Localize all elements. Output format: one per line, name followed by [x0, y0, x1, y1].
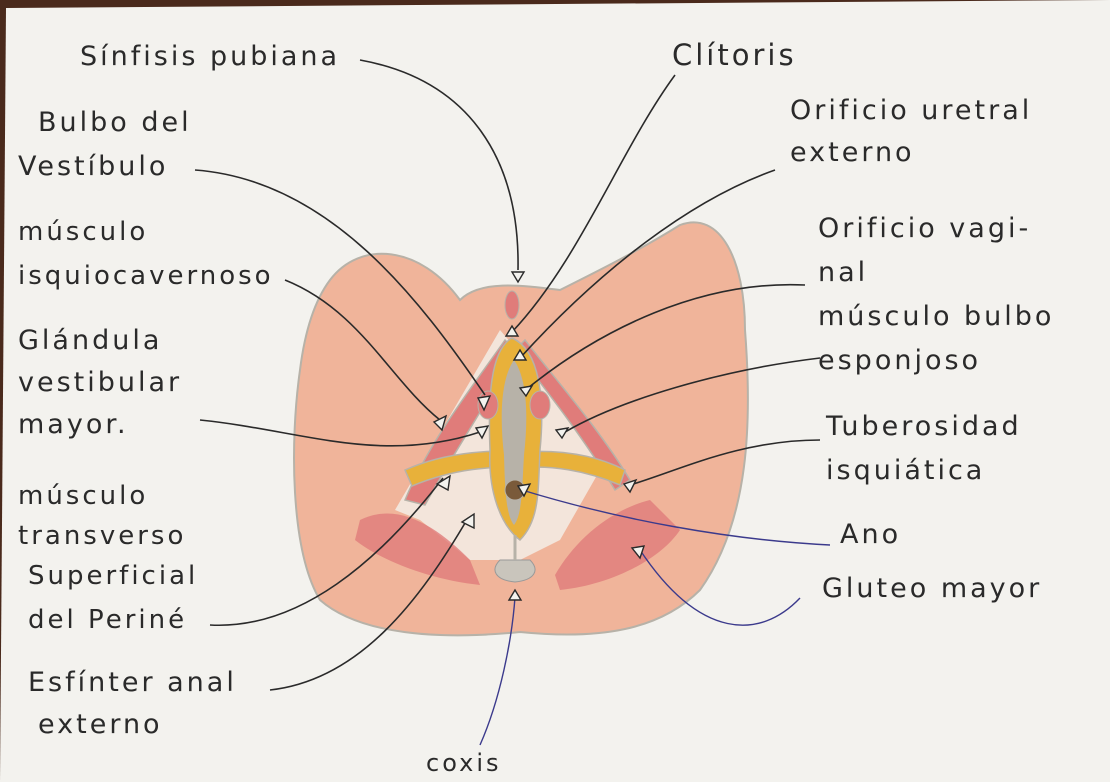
label-uretral-1: Orificio uretral — [790, 96, 1032, 126]
label-isquio-1: músculo — [18, 218, 148, 247]
coccyx-shape — [495, 560, 535, 582]
label-coxis: coxis — [426, 750, 502, 776]
label-ano: Ano — [840, 520, 901, 550]
label-gluteo: Gluteo mayor — [822, 574, 1042, 604]
label-glandula-2: vestibular — [18, 368, 182, 398]
label-bulbo-1: Bulbo del — [38, 108, 192, 138]
label-uretral-2: externo — [790, 138, 915, 168]
label-esfinter-2: externo — [38, 710, 163, 740]
label-transverso-1: músculo — [18, 482, 148, 511]
label-bulbo-2: Vestíbulo — [18, 152, 168, 182]
label-tuberosidad-2: isquiática — [826, 456, 985, 486]
label-esfinter-1: Esfínter anal — [28, 668, 237, 698]
label-glandula-1: Glándula — [18, 326, 162, 356]
label-vaginal-2: nal — [818, 258, 868, 288]
label-tuberosidad-1: Tuberosidad — [826, 412, 1022, 442]
label-vaginal-1: Orificio vagi- — [818, 214, 1031, 244]
label-transverso-4: del Periné — [28, 606, 187, 635]
label-glandula-3: mayor. — [18, 410, 129, 440]
clitoris-shape — [505, 291, 519, 319]
vestibular-gland-right — [530, 391, 550, 419]
label-bulboesp-2: esponjoso — [818, 346, 981, 376]
label-clitoris: Clítoris — [672, 40, 797, 72]
label-transverso-3: Superficial — [28, 562, 198, 591]
label-bulboesp-1: músculo bulbo — [818, 302, 1054, 332]
label-sinfisis: Sínfisis pubiana — [80, 42, 340, 72]
label-transverso-2: transverso — [18, 522, 186, 551]
label-isquio-2: isquiocavernoso — [18, 262, 274, 291]
